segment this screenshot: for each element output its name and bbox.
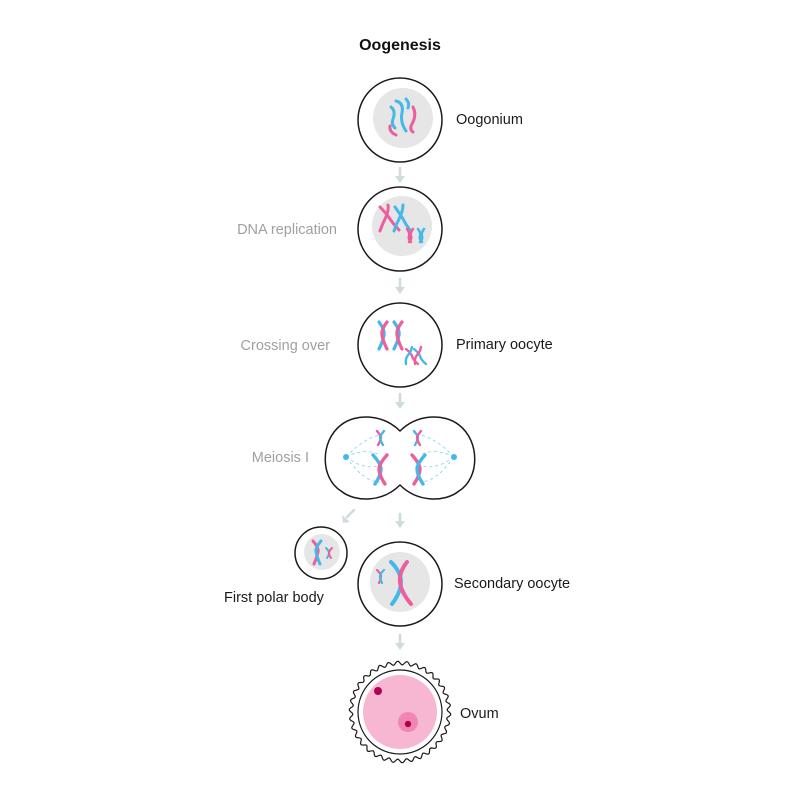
centrosome-left xyxy=(343,454,349,460)
oogonium-chromosomes xyxy=(388,97,417,137)
crossing-over-chromosomes xyxy=(377,320,428,366)
secondary-oocyte-cell xyxy=(357,541,443,627)
arrow-4b xyxy=(395,512,405,528)
spindle-fibers xyxy=(345,434,455,483)
ovum-cell xyxy=(348,660,452,764)
secondary-oocyte-chromosomes xyxy=(375,560,413,606)
first-polar-body-cell xyxy=(294,526,348,580)
arrow-5 xyxy=(395,633,405,650)
diagram-title: Oogenesis xyxy=(359,37,441,54)
primary-oocyte-cell xyxy=(357,302,443,388)
label-oogonium: Oogonium xyxy=(456,112,523,128)
replicated-chromosomes xyxy=(378,203,426,244)
meiosis-1-cell xyxy=(324,416,476,500)
label-crossing-over: Crossing over xyxy=(241,338,331,354)
label-primary-oocyte: Primary oocyte xyxy=(456,337,553,353)
meiosis-1-chromosomes xyxy=(371,429,427,486)
ovum-cytoplasm xyxy=(363,675,437,749)
arrow-2 xyxy=(395,277,405,294)
second-polar-body xyxy=(374,687,382,695)
centrosome-right xyxy=(451,454,457,460)
oogonium-cell xyxy=(357,77,443,163)
arrow-3 xyxy=(395,392,405,409)
arrow-1 xyxy=(395,166,405,183)
ovum-nucleolus xyxy=(404,720,412,728)
dna-replication-cell xyxy=(357,186,443,272)
polar-body-chromosomes xyxy=(311,539,333,566)
label-dna-replication: DNA replication xyxy=(237,222,337,238)
label-secondary-oocyte: Secondary oocyte xyxy=(454,576,570,592)
label-ovum: Ovum xyxy=(460,706,499,722)
label-first-polar-body: First polar body xyxy=(224,590,325,606)
label-meiosis-1: Meiosis I xyxy=(252,450,309,466)
arrow-4a xyxy=(342,508,356,523)
